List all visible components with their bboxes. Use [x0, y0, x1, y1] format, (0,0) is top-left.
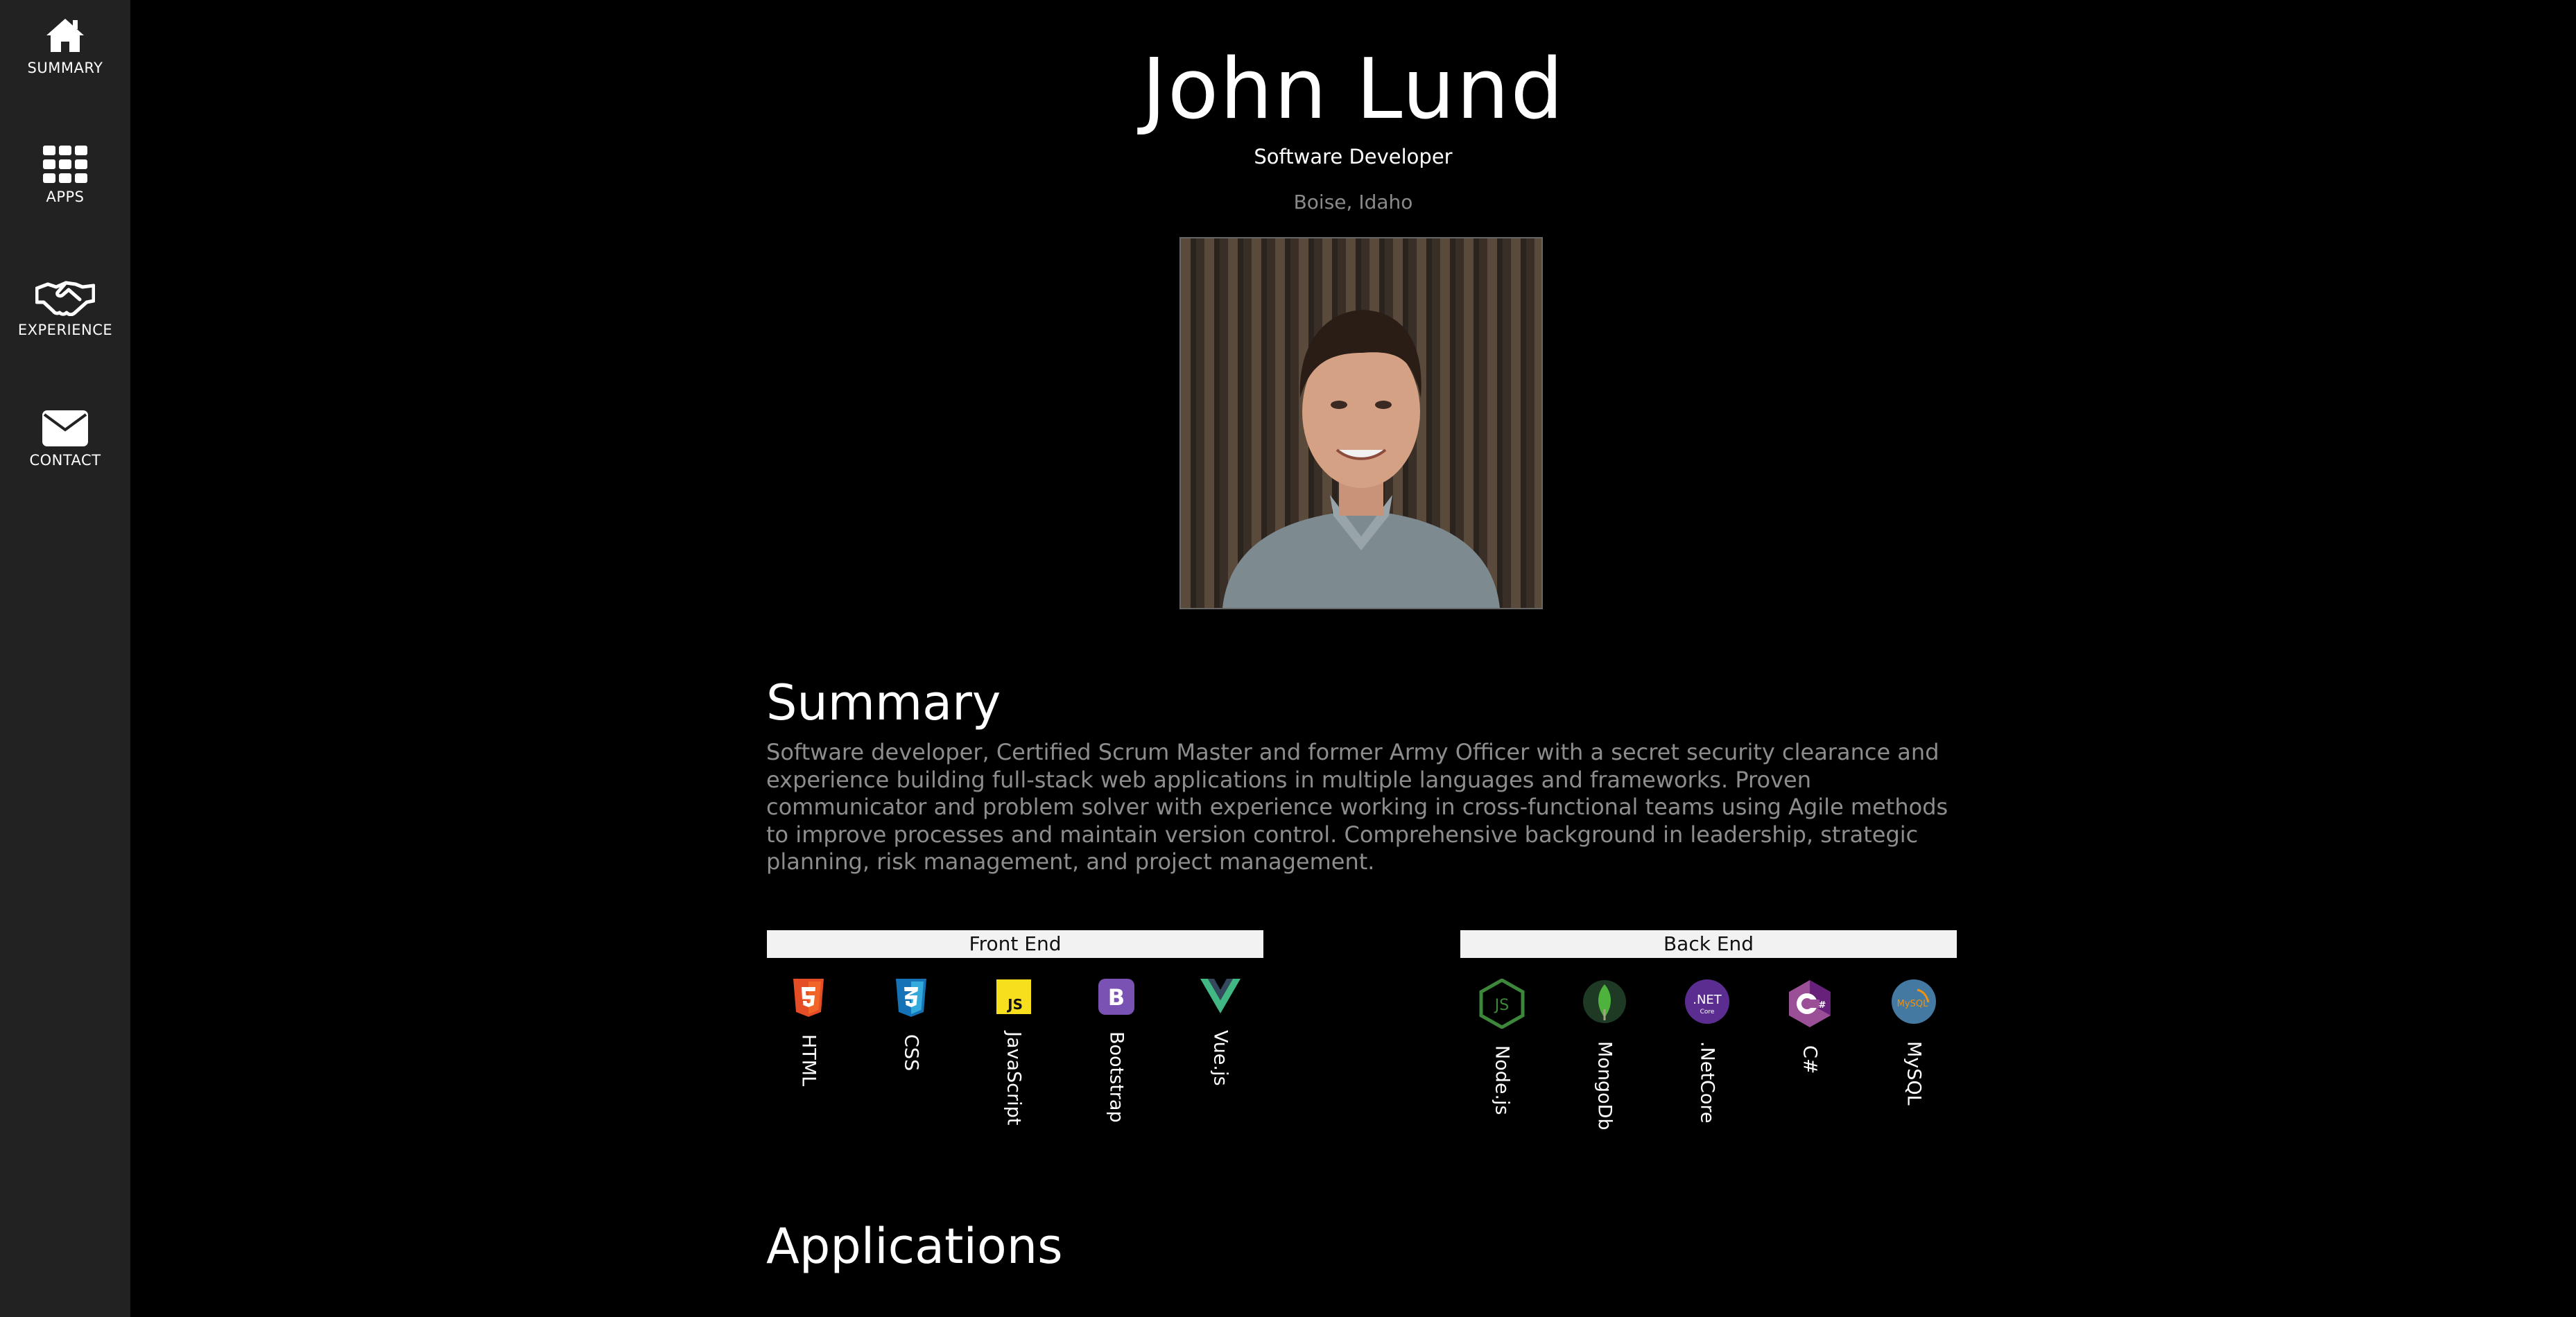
skill-label-css: CSS	[900, 1034, 922, 1072]
vuejs-icon	[1200, 979, 1241, 1013]
svg-text:JS: JS	[1006, 996, 1023, 1013]
svg-text:MySQL: MySQL	[1897, 999, 1928, 1009]
skill-javascript: JS JavaScript	[979, 979, 1048, 1125]
csharp-icon: #	[1787, 979, 1833, 1029]
svg-text:B: B	[1108, 984, 1125, 1011]
bootstrap-icon: B	[1098, 979, 1134, 1015]
grid-icon	[43, 146, 87, 183]
applications-title: Applications	[766, 1218, 1063, 1275]
skill-label-vuejs: Vue.js	[1209, 1030, 1231, 1086]
portrait-image	[1181, 238, 1541, 608]
skill-label-javascript: JavaScript	[1003, 1031, 1025, 1126]
skill-bootstrap: B Bootstrap	[1082, 979, 1151, 1123]
front-end-header: Front End	[767, 930, 1263, 958]
handshake-icon	[35, 277, 95, 316]
skill-label-csharp: C#	[1799, 1045, 1821, 1074]
profile-photo	[1179, 237, 1543, 609]
skill-css: CSS	[876, 979, 946, 1071]
svg-text:JS: JS	[1494, 997, 1509, 1014]
dotnet-core-icon: .NET Core	[1684, 979, 1730, 1024]
javascript-icon: JS	[996, 979, 1031, 1015]
home-icon	[45, 17, 85, 54]
skill-label-dotnet-core: .NetCore	[1696, 1041, 1718, 1124]
nav-label-contact: CONTACT	[29, 452, 101, 469]
sidebar-nav: SUMMARY APPS EXPERIENCE	[0, 0, 130, 1317]
back-end-header: Back End	[1460, 930, 1957, 958]
mongodb-icon	[1582, 979, 1627, 1024]
skill-mysql: MySQL MySQL	[1879, 979, 1948, 1106]
mysql-icon: MySQL	[1891, 979, 1937, 1024]
skill-dotnet-core: .NET Core .NetCore	[1672, 979, 1742, 1123]
svg-text:#: #	[1819, 1000, 1826, 1011]
summary-title: Summary	[766, 674, 1001, 731]
skill-nodejs: JS Node.js	[1467, 979, 1537, 1115]
nav-label-summary: SUMMARY	[27, 60, 103, 76]
skill-label-nodejs: Node.js	[1491, 1045, 1513, 1115]
skill-label-mysql: MySQL	[1903, 1041, 1925, 1106]
main-content: John Lund Software Developer Boise, Idah…	[130, 0, 2576, 1317]
nodejs-icon: JS	[1479, 979, 1525, 1029]
skill-label-html: HTML	[797, 1034, 820, 1087]
nav-label-apps: APPS	[46, 189, 85, 205]
nav-item-apps[interactable]: APPS	[0, 146, 130, 205]
envelope-icon	[42, 410, 88, 446]
profile-role: Software Developer	[1254, 145, 1453, 168]
profile-location: Boise, Idaho	[1293, 191, 1413, 213]
nav-item-experience[interactable]: EXPERIENCE	[0, 277, 130, 338]
back-end-skills: Back End JS Node.js MongoDb	[1460, 930, 1957, 1131]
css3-icon	[894, 979, 928, 1018]
skill-vuejs: Vue.js	[1186, 979, 1255, 1086]
nav-item-summary[interactable]: SUMMARY	[0, 17, 130, 76]
nav-label-experience: EXPERIENCE	[17, 322, 113, 338]
html5-icon	[792, 979, 825, 1018]
skill-label-mongodb: MongoDb	[1593, 1041, 1616, 1131]
nav-item-contact[interactable]: CONTACT	[0, 410, 130, 469]
summary-text: Software developer, Certified Scrum Mast…	[766, 739, 1948, 875]
svg-text:.NET: .NET	[1693, 993, 1722, 1007]
skill-csharp: # C#	[1775, 979, 1844, 1074]
skill-mongodb: MongoDb	[1570, 979, 1639, 1131]
front-end-skills: Front End HTML CSS	[767, 930, 1263, 1125]
profile-name: John Lund	[1141, 42, 1565, 138]
skill-html: HTML	[774, 979, 843, 1086]
svg-text:Core: Core	[1700, 1009, 1715, 1015]
skill-label-bootstrap: Bootstrap	[1105, 1031, 1127, 1123]
